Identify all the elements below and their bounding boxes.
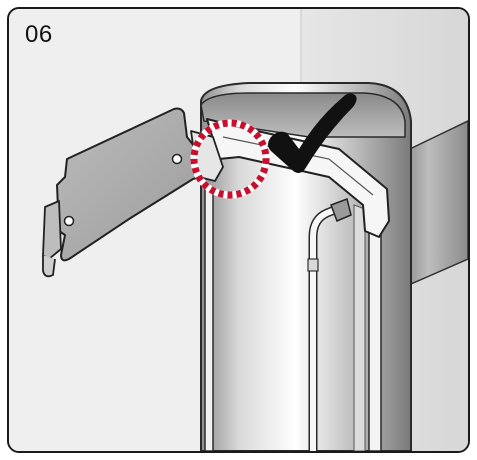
hose-clip [307, 258, 319, 272]
mounting-channel [206, 118, 390, 238]
dashed-circle-highlight-red [190, 119, 270, 199]
screw-hole-2 [171, 153, 183, 165]
step-number: 06 [25, 21, 53, 48]
installation-illustration [9, 9, 468, 451]
bracket-hook [42, 255, 56, 278]
screw-hole-1 [63, 215, 75, 227]
left-rail [204, 188, 214, 451]
bracket-tab [42, 200, 62, 260]
checkmark-icon [268, 93, 357, 173]
side-rail-inner [353, 204, 366, 451]
hose-connector [330, 198, 352, 222]
bracket-plate [56, 107, 210, 262]
channel-groove [222, 136, 374, 196]
water-hose-fill [310, 206, 340, 451]
illustration-frame: 06 [7, 7, 470, 453]
